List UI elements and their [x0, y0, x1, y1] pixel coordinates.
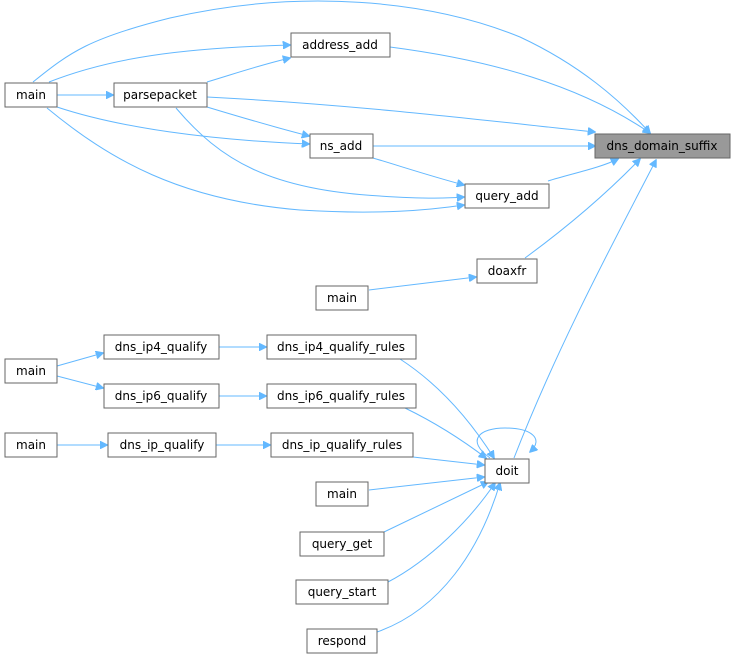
svg-text:query_get: query_get: [312, 537, 373, 551]
node-dns_ip_qualify_rules[interactable]: dns_ip_qualify_rules: [270, 432, 414, 458]
svg-text:address_add: address_add: [302, 38, 378, 52]
svg-text:ns_add: ns_add: [320, 139, 362, 153]
node-main-2[interactable]: main: [315, 285, 369, 311]
edge-main-to-ns_add: [56, 106, 309, 144]
edge-doaxfr-to-dns_domain_suffix: [524, 159, 640, 259]
svg-text:dns_domain_suffix: dns_domain_suffix: [607, 139, 718, 153]
node-doit[interactable]: doit: [484, 458, 530, 484]
node-parsepacket[interactable]: parsepacket: [113, 82, 208, 108]
svg-text:main: main: [327, 487, 357, 501]
edge-respond-to-doit: [376, 483, 500, 633]
svg-text:main: main: [327, 291, 357, 305]
edge-main-to-address_add: [48, 45, 290, 83]
node-address_add[interactable]: address_add: [290, 32, 391, 58]
node-main-3[interactable]: main: [4, 358, 58, 384]
node-main-4[interactable]: main: [4, 432, 58, 458]
node-query_add[interactable]: query_add: [464, 183, 550, 209]
svg-text:dns_ip_qualify: dns_ip_qualify: [120, 438, 205, 452]
edge-parsepacket-to-ns_add: [206, 106, 309, 136]
edge-address_add-to-dns_domain_suffix: [389, 46, 650, 133]
edge-main-to-doit: [368, 477, 484, 491]
edge-main-to-query_add: [46, 107, 464, 213]
edge-dns_ip4_qualify_rules-to-doit: [399, 358, 494, 458]
svg-text:dns_ip4_qualify: dns_ip4_qualify: [115, 340, 207, 354]
svg-text:doaxfr: doaxfr: [488, 264, 527, 278]
svg-text:query_add: query_add: [475, 189, 538, 203]
node-ns_add[interactable]: ns_add: [309, 133, 374, 159]
svg-text:query_start: query_start: [308, 585, 377, 599]
svg-text:main: main: [16, 88, 46, 102]
edge-main-to-dns_ip6_qualify: [56, 375, 103, 388]
svg-text:main: main: [16, 364, 46, 378]
svg-text:dns_ip_qualify_rules: dns_ip_qualify_rules: [282, 438, 402, 452]
node-dns_ip4_qualify_rules[interactable]: dns_ip4_qualify_rules: [266, 334, 417, 360]
node-dns_ip6_qualify[interactable]: dns_ip6_qualify: [103, 383, 220, 409]
node-doaxfr[interactable]: doaxfr: [476, 258, 538, 284]
node-dns_ip_qualify[interactable]: dns_ip_qualify: [107, 432, 217, 458]
node-dns_domain_suffix[interactable]: dns_domain_suffix: [594, 133, 731, 159]
svg-text:respond: respond: [318, 634, 367, 648]
node-query_get[interactable]: query_get: [299, 531, 385, 557]
edge-dns_ip_qualify_rules-to-doit: [412, 456, 484, 465]
edge-query_start-to-doit: [387, 483, 495, 583]
edge-parsepacket-to-dns_domain_suffix: [206, 96, 595, 132]
edge-query_get-to-doit: [383, 482, 488, 533]
edge-parsepacket-to-address_add: [206, 58, 290, 83]
svg-text:main: main: [16, 438, 46, 452]
svg-text:parsepacket: parsepacket: [123, 88, 197, 102]
edge-parsepacket-to-query_add: [175, 107, 464, 198]
edge-ns_add-to-query_add: [372, 157, 464, 185]
node-respond[interactable]: respond: [306, 628, 378, 654]
edge-main-to-doaxfr: [368, 277, 476, 291]
edge-doit-to-dns_domain_suffix: [513, 160, 656, 459]
svg-text:doit: doit: [496, 464, 519, 478]
edge-doit-self-loop: [476, 427, 536, 459]
svg-text:dns_ip6_qualify: dns_ip6_qualify: [115, 389, 207, 403]
node-main-5[interactable]: main: [315, 481, 369, 507]
edge-query_add-to-dns_domain_suffix: [547, 159, 618, 182]
node-dns_ip6_qualify_rules[interactable]: dns_ip6_qualify_rules: [266, 383, 417, 409]
edge-main-to-dns_domain_suffix: [32, 0, 650, 133]
node-query_start[interactable]: query_start: [295, 579, 389, 605]
node-dns_ip4_qualify[interactable]: dns_ip4_qualify: [103, 334, 220, 360]
svg-text:dns_ip4_qualify_rules: dns_ip4_qualify_rules: [277, 340, 405, 354]
edge-dns_ip6_qualify_rules-to-doit: [404, 407, 486, 458]
node-main-1[interactable]: main: [4, 82, 58, 108]
edge-main-to-dns_ip4_qualify: [56, 353, 103, 367]
svg-text:dns_ip6_qualify_rules: dns_ip6_qualify_rules: [277, 389, 405, 403]
